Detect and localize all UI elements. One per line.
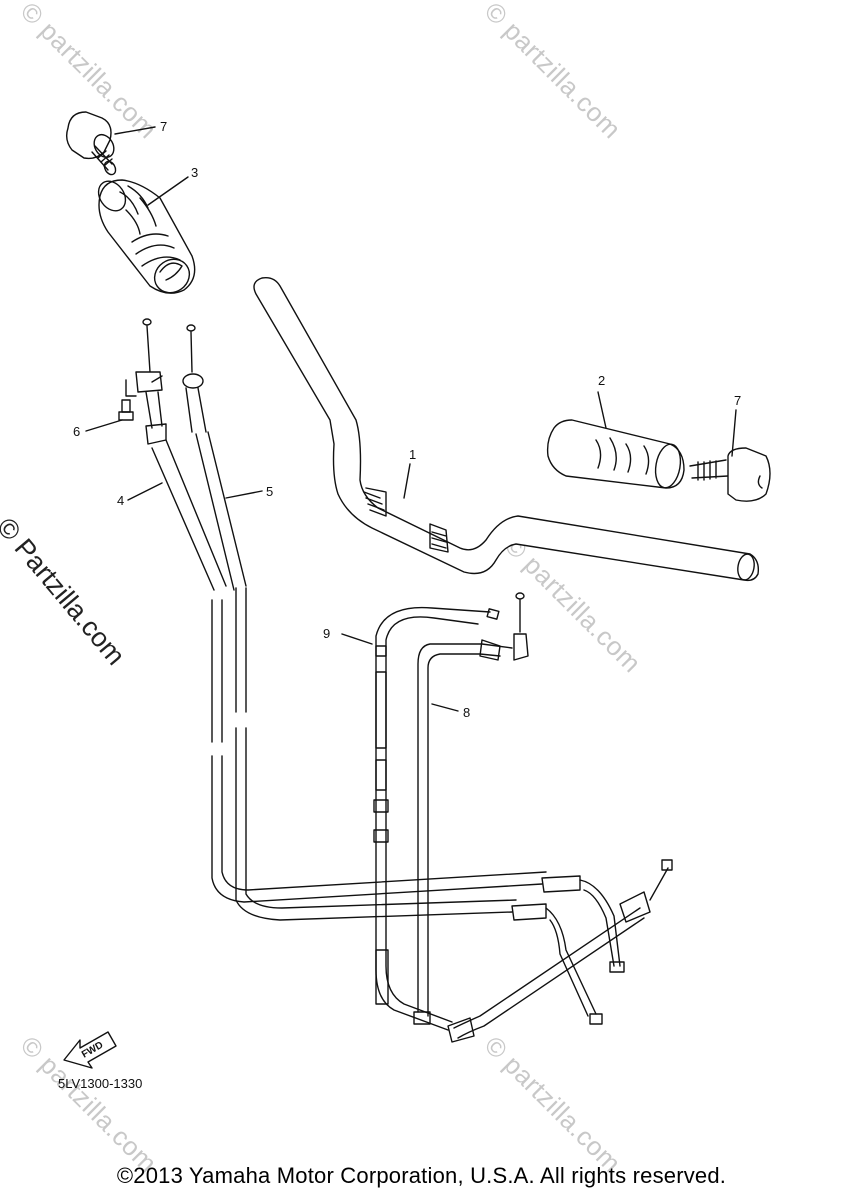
throttle-cables-run [211,587,625,1025]
callout-7: 7 [734,393,741,408]
diagram-code: 5LV1300-1330 [58,1076,143,1091]
copyright-notice: ©2013 Yamaha Motor Corporation, U.S.A. A… [116,1163,727,1188]
callout-1: 1 [409,447,416,462]
callout-4: 4 [117,493,124,508]
clutch-cable-8 [413,592,529,1025]
bar-end-weight-right [689,447,771,502]
callout-8: 8 [463,705,470,720]
lower-cable [447,859,673,1043]
bar-end-weight-left [65,111,117,176]
screw [118,399,134,421]
callout-6: 6 [73,424,80,439]
grip-left [97,179,196,294]
handlebar [253,276,760,582]
cable-9 [373,606,500,1031]
throttle-cable-heads [125,318,247,591]
callout-7: 7 [160,119,167,134]
grip-right [546,419,685,489]
callout-2: 2 [598,373,605,388]
fwd-arrow-icon: FWD [63,1031,117,1069]
callout-9: 9 [323,626,330,641]
callout-5: 5 [266,484,273,499]
callout-3: 3 [191,165,198,180]
